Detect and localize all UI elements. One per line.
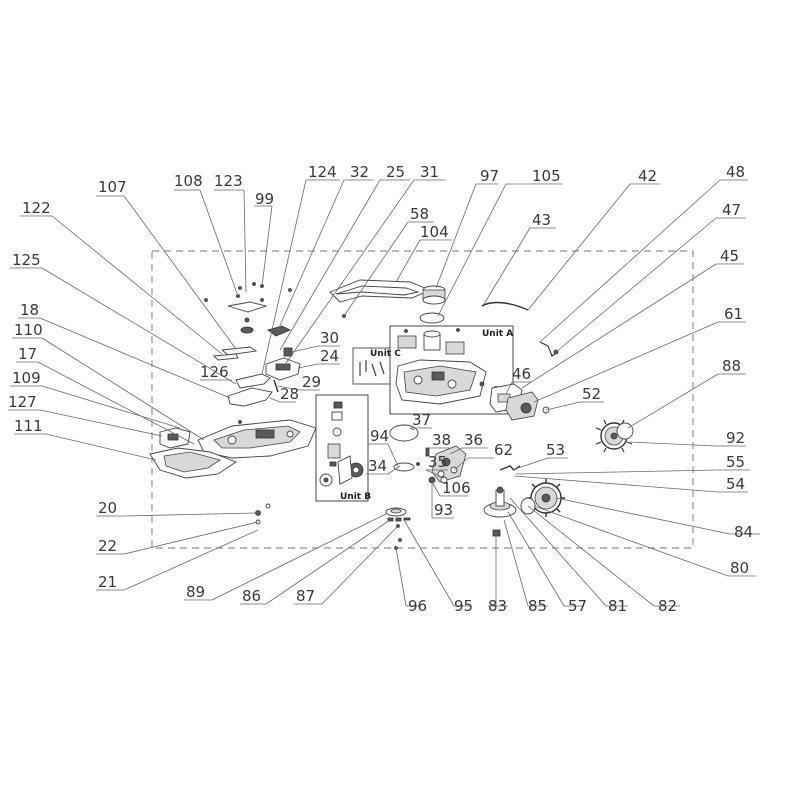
callout-18: 18	[20, 301, 39, 319]
part-ring-105	[419, 312, 445, 324]
callout-108: 108	[174, 172, 203, 190]
callout-104: 104	[420, 223, 449, 241]
part-disc-92	[616, 422, 634, 440]
callout-124: 124	[308, 163, 337, 181]
part-pin-29	[273, 379, 279, 393]
callout-58: 58	[410, 205, 429, 223]
callout-122: 122	[22, 199, 51, 217]
callout-30: 30	[320, 329, 339, 347]
callout-105: 105	[532, 167, 561, 185]
callout-48: 48	[726, 163, 745, 181]
callout-88: 88	[722, 357, 741, 375]
callout-107: 107	[98, 178, 127, 196]
part-ring-34	[393, 462, 415, 472]
callout-84: 84	[734, 523, 753, 541]
unit-a-assembly	[395, 330, 487, 405]
callout-54: 54	[726, 475, 745, 493]
callout-81: 81	[608, 597, 627, 615]
part-plate-107	[220, 346, 258, 356]
callout-86: 86	[242, 587, 261, 605]
part-body-110	[197, 419, 317, 459]
callout-61: 61	[724, 305, 743, 323]
part-motor-36	[431, 445, 467, 483]
callout-80: 80	[730, 559, 749, 577]
callout-123: 123	[214, 172, 243, 190]
callout-57: 57	[568, 597, 587, 615]
unit-c-small-parts	[359, 360, 385, 377]
callout-106: 106	[442, 479, 471, 497]
part-plate-89	[385, 507, 411, 522]
callout-109: 109	[12, 369, 41, 387]
callout-46: 46	[512, 365, 531, 383]
callout-96: 96	[408, 597, 427, 615]
unit-c-box	[352, 347, 391, 385]
part-hub-57	[483, 486, 517, 518]
callout-92: 92	[726, 429, 745, 447]
parts-group: Unit A Unit C Unit B	[149, 279, 634, 550]
part-module-24	[265, 357, 301, 381]
part-bumper-18	[227, 387, 273, 407]
callout-127: 127	[8, 393, 37, 411]
callout-35: 35	[428, 453, 447, 471]
unit-a-label: Unit A	[482, 329, 513, 339]
callout-43: 43	[532, 211, 551, 229]
part-switch-32	[267, 325, 291, 337]
callout-21: 21	[98, 573, 117, 591]
callout-125: 125	[12, 251, 41, 269]
callout-99: 99	[255, 190, 274, 208]
callout-31: 31	[420, 163, 439, 181]
callout-29: 29	[302, 373, 321, 391]
unit-b-assembly	[319, 401, 364, 487]
callout-94: 94	[370, 427, 389, 445]
part-front-cover-111-inner	[163, 451, 221, 473]
callout-24: 24	[320, 347, 339, 365]
callout-89: 89	[186, 583, 205, 601]
part-bracket-108	[227, 301, 268, 334]
callout-110: 110	[14, 321, 43, 339]
callout-labels: 107 108 123 99 124 32 25 31 97 105 42 48…	[8, 163, 753, 615]
callout-55: 55	[726, 453, 745, 471]
callout-22: 22	[98, 537, 117, 555]
callout-32: 32	[350, 163, 369, 181]
callout-17: 17	[18, 345, 37, 363]
callout-97: 97	[480, 167, 499, 185]
callout-37: 37	[412, 411, 431, 429]
callout-82: 82	[658, 597, 677, 615]
part-nut-83	[492, 529, 501, 537]
callout-111: 111	[14, 417, 43, 435]
part-handle-126	[235, 373, 271, 389]
callout-36: 36	[464, 431, 483, 449]
callout-38: 38	[432, 431, 451, 449]
callout-34: 34	[368, 457, 387, 475]
callout-42: 42	[638, 167, 657, 185]
callout-20: 20	[98, 499, 117, 517]
callout-52: 52	[582, 385, 601, 403]
part-plate-122	[213, 353, 239, 361]
callout-93: 93	[434, 501, 453, 519]
leader-lines	[8, 179, 760, 607]
assembly-boundary	[151, 250, 694, 549]
callout-95: 95	[454, 597, 473, 615]
callout-85: 85	[528, 597, 547, 615]
part-cover-104-inner	[335, 285, 420, 296]
unit-b-label: Unit B	[340, 492, 371, 502]
callout-47: 47	[722, 201, 741, 219]
callout-87: 87	[296, 587, 315, 605]
part-cylinder-97	[422, 285, 446, 305]
callout-25: 25	[386, 163, 405, 181]
part-ring-37	[389, 424, 419, 442]
callout-53: 53	[546, 441, 565, 459]
unit-c-label: Unit C	[370, 349, 401, 359]
callout-45: 45	[720, 247, 739, 265]
part-wire-42	[481, 301, 529, 311]
part-bracket-127	[159, 427, 191, 449]
callout-28: 28	[280, 385, 299, 403]
part-bearing-61	[505, 391, 550, 421]
part-wheel-84	[527, 479, 565, 517]
callout-83: 83	[488, 597, 507, 615]
callout-62: 62	[494, 441, 513, 459]
callout-126: 126	[200, 363, 229, 381]
part-block-30	[283, 347, 293, 357]
